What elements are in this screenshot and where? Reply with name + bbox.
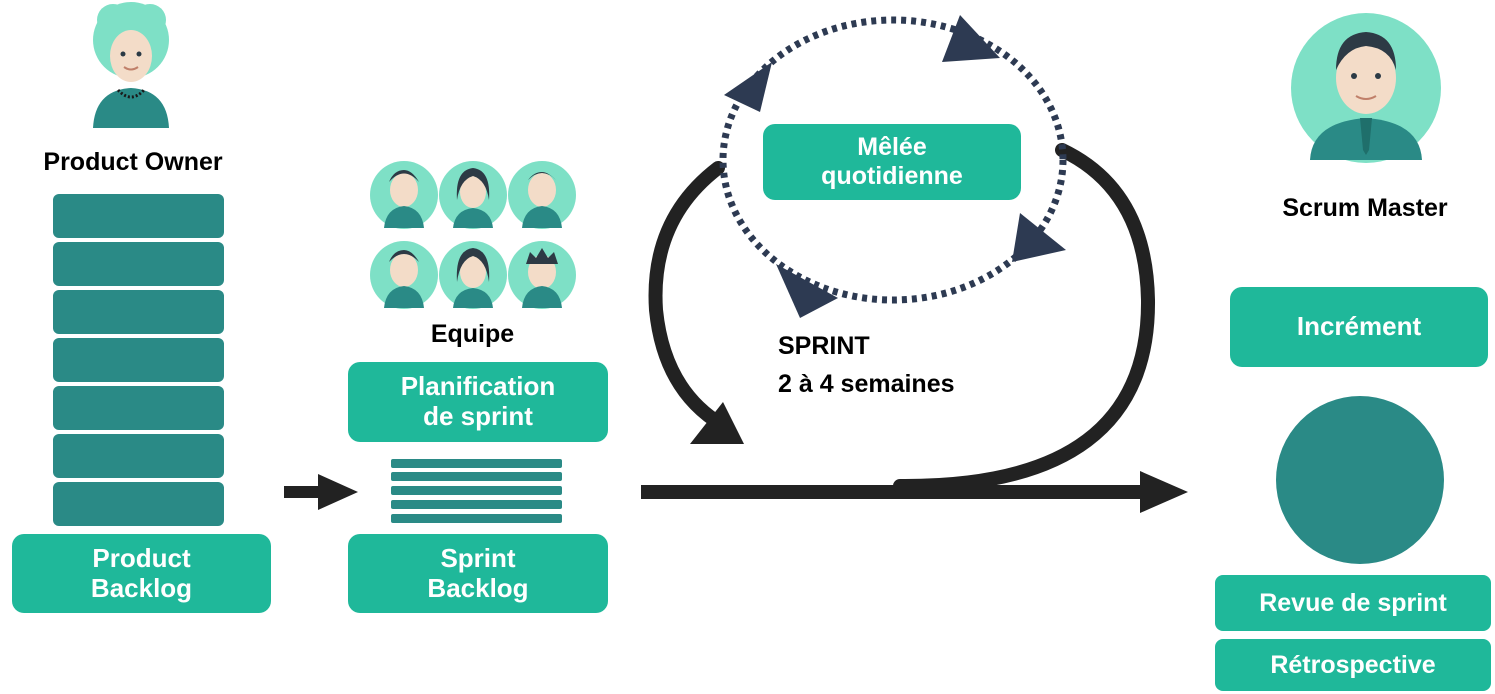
scrum-master-avatar — [1291, 13, 1441, 163]
product-backlog-line-1: Product — [92, 542, 191, 573]
backlog-item — [53, 242, 224, 286]
increment-box: Incrément — [1230, 287, 1488, 367]
product-backlog-line-2: Backlog — [90, 572, 193, 603]
team-avatars — [370, 161, 576, 309]
team-member-avatar — [439, 241, 507, 309]
team-member-avatar — [508, 161, 576, 229]
sprint-review-box: Revue de sprint — [1215, 575, 1491, 631]
sprint-backlog-box: Sprint Backlog — [348, 534, 608, 613]
sprint-backlog-line-1: Sprint — [440, 542, 516, 573]
sprint-backlog-item — [391, 514, 562, 523]
sprint-planning-box: Planification de sprint — [348, 362, 608, 442]
team-member-avatar — [370, 161, 438, 229]
sprint-planning-line-1: Planification — [400, 371, 556, 402]
team-label: Equipe — [430, 320, 515, 348]
sprint-backlog-item — [391, 459, 562, 468]
product-owner-label: Product Owner — [43, 148, 223, 176]
sprint-backlog-item — [391, 472, 562, 481]
daily-scrum-box: Mêlée quotidienne — [763, 124, 1021, 200]
backlog-item — [53, 194, 224, 238]
daily-scrum-line-2: quotidienne — [821, 162, 963, 190]
sprint-planning-line-2: de sprint — [423, 401, 533, 431]
retrospective-box: Rétrospective — [1215, 639, 1491, 691]
product-backlog-box: Product Backlog — [12, 534, 271, 613]
backlog-item — [53, 482, 224, 526]
scrum-master-label: Scrum Master — [1282, 194, 1448, 222]
team-member-avatar — [439, 161, 507, 229]
team-member-avatar — [370, 241, 438, 309]
team-member-avatar — [508, 241, 576, 309]
daily-scrum-loop — [719, 15, 1067, 318]
product-owner-avatar — [93, 2, 169, 128]
backlog-item — [53, 338, 224, 382]
backlog-item — [53, 434, 224, 478]
sprint-backlog-item — [391, 486, 562, 495]
increment-circle — [1276, 396, 1444, 564]
backlog-item — [53, 386, 224, 430]
sprint-loop — [648, 143, 1156, 494]
sprint-backlog-item — [391, 500, 562, 509]
sprint-backlog-line-2: Backlog — [427, 572, 529, 603]
daily-scrum-line-1: Mêlée — [857, 133, 927, 162]
sprint-title: SPRINT — [778, 332, 870, 360]
backlog-arrow — [284, 474, 358, 510]
sprint-review-label: Revue de sprint — [1259, 588, 1447, 617]
sprint-duration: 2 à 4 semaines — [778, 370, 955, 398]
increment-label: Incrément — [1296, 311, 1422, 342]
backlog-item — [53, 290, 224, 334]
timeline-arrow — [641, 471, 1188, 513]
retrospective-label: Rétrospective — [1270, 650, 1436, 679]
